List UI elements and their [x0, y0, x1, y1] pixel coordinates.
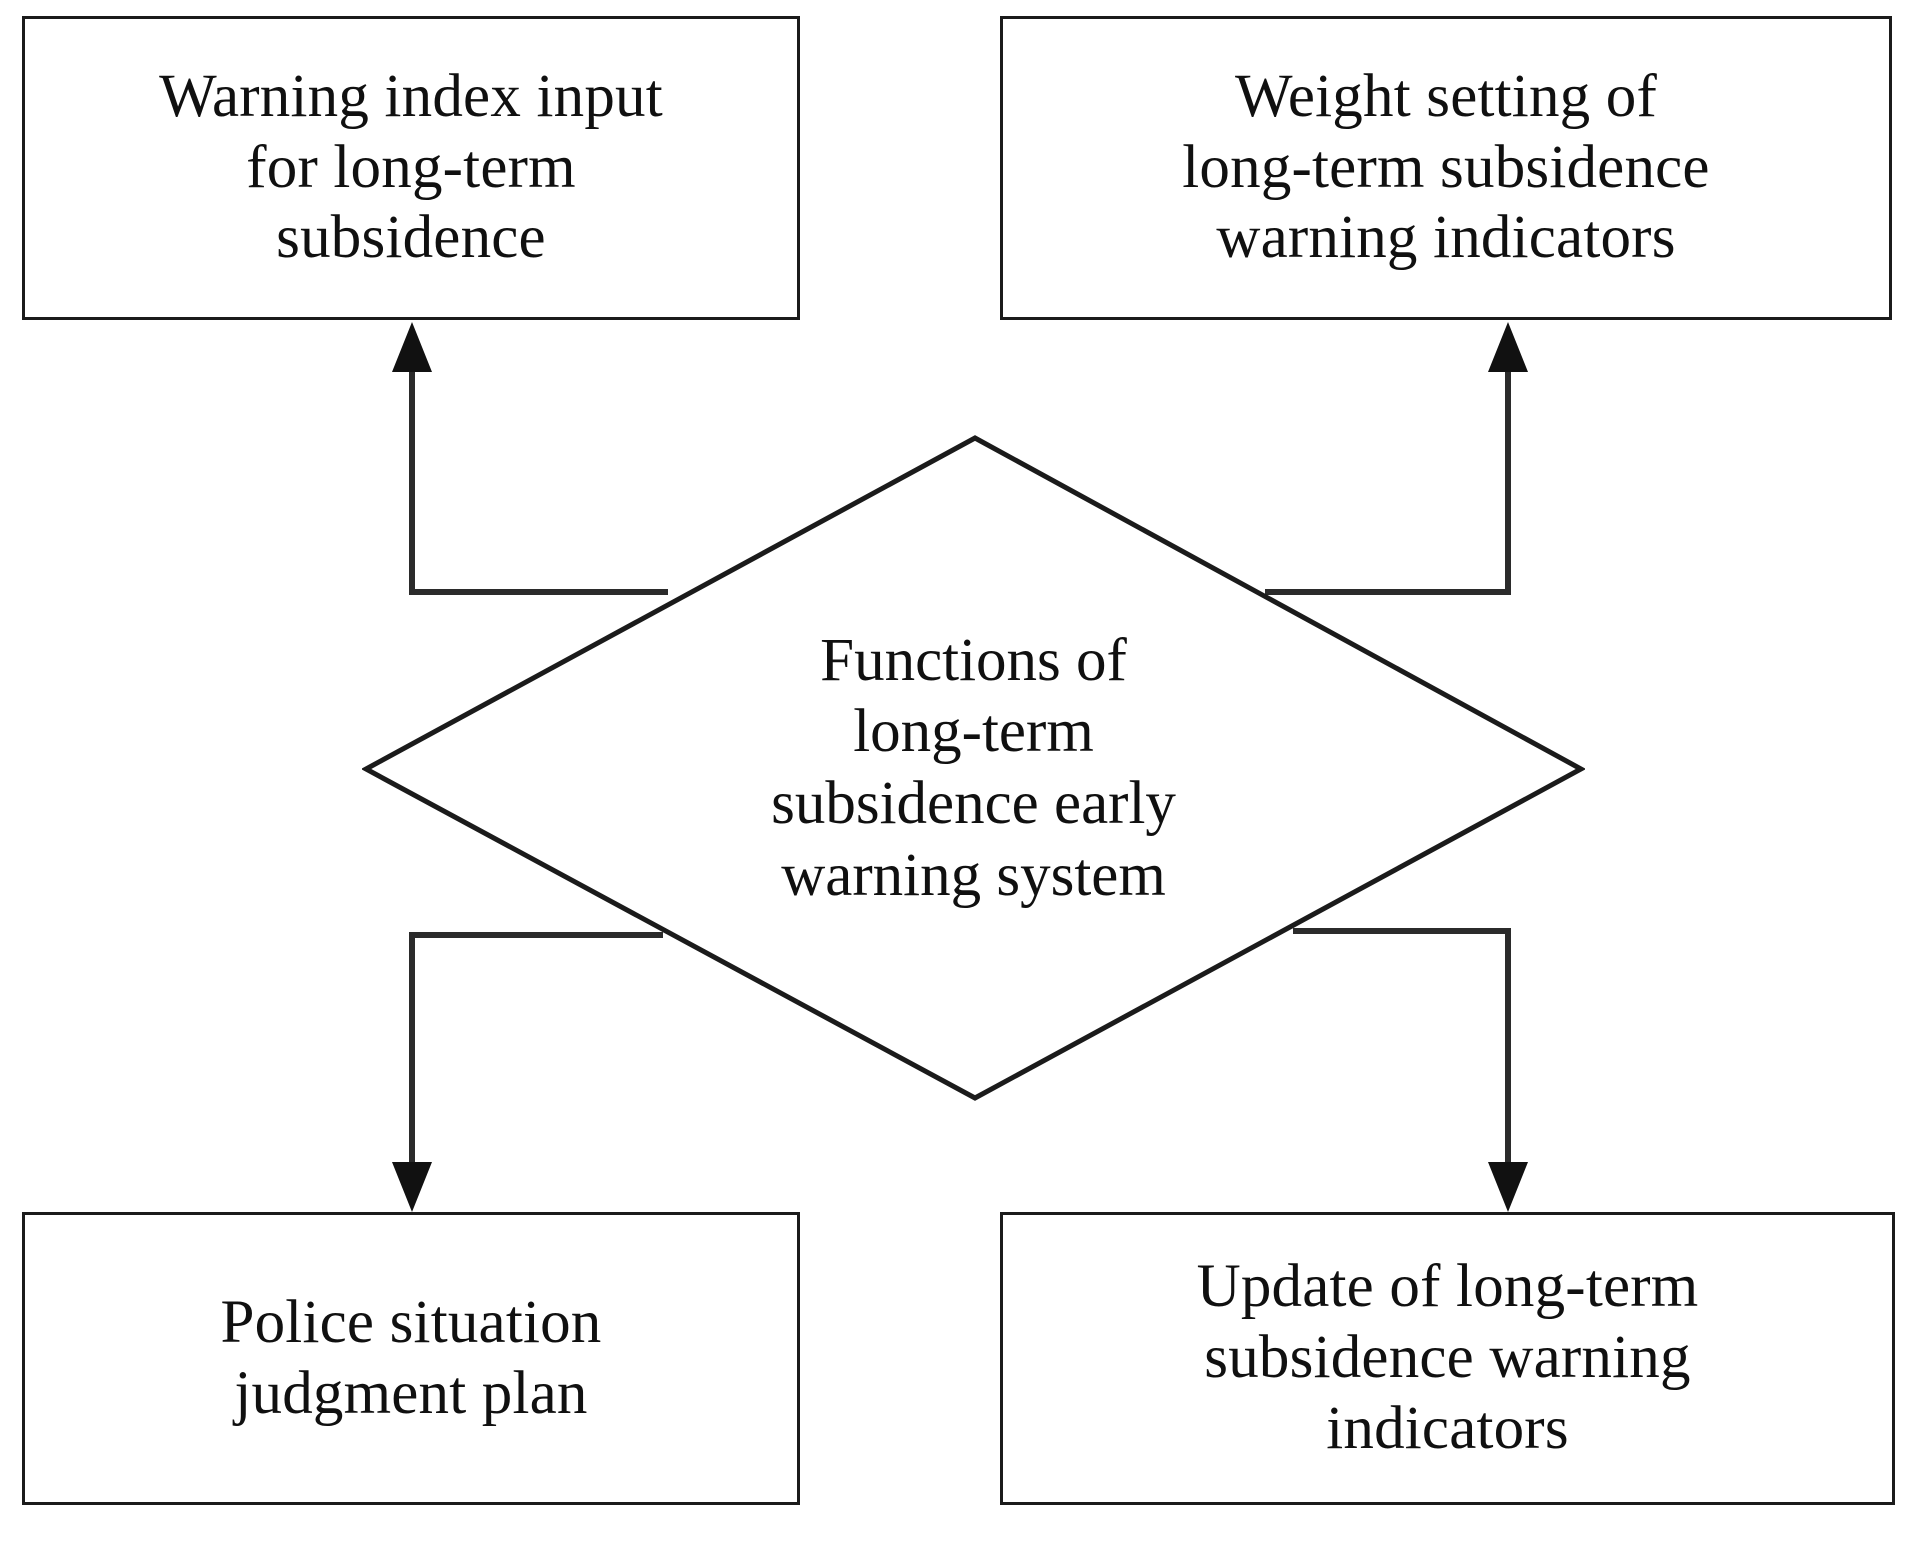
diamond-shape-icon [362, 435, 1585, 1102]
arrowhead-down-icon [1488, 1162, 1528, 1212]
node-update-indicators: Update of long-term subsidence warning i… [1000, 1212, 1895, 1505]
node-warning-index-input: Warning index input for long-term subsid… [22, 16, 800, 320]
node-warning-index-input-label: Warning index input for long-term subsid… [159, 62, 663, 272]
node-center-decision: Functions of long-term subsidence early … [362, 435, 1585, 1102]
arrowhead-down-icon [392, 1162, 432, 1212]
node-update-indicators-label: Update of long-term subsidence warning i… [1196, 1253, 1699, 1462]
node-police-situation: Police situation judgment plan [22, 1212, 800, 1505]
node-center-decision-label: Functions of long-term subsidence early … [771, 626, 1176, 910]
node-weight-setting: Weight setting of long-term subsidence w… [1000, 16, 1892, 320]
arrowhead-up-icon [1488, 322, 1528, 372]
node-police-situation-label: Police situation judgment plan [220, 1288, 602, 1427]
node-weight-setting-label: Weight setting of long-term subsidence w… [1182, 62, 1710, 272]
arrowhead-up-icon [392, 322, 432, 372]
